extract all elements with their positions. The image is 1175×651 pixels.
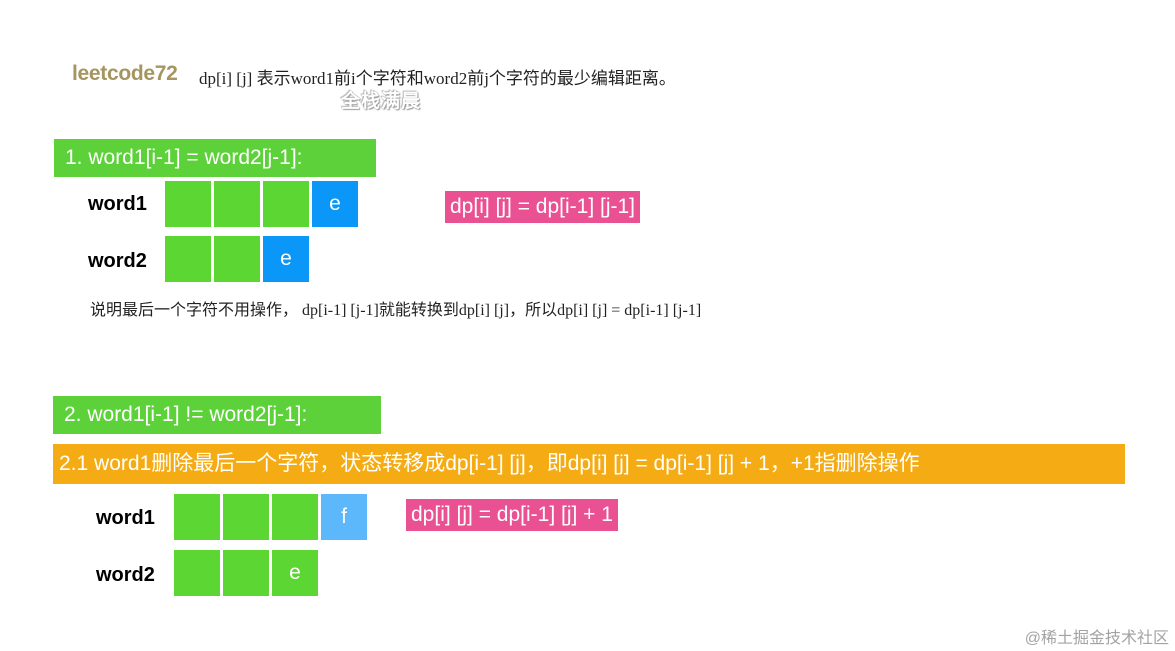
case2-word2-cell bbox=[173, 549, 221, 597]
case2-banner: 2. word1[i-1] != word2[j-1]: bbox=[53, 396, 381, 434]
case2-1-banner: 2.1 word1删除最后一个字符，状态转移成dp[i-1] [j]，即dp[i… bbox=[53, 444, 1125, 484]
footer-credit: @稀土掘金技术社区 bbox=[1024, 630, 1169, 647]
case1-formula: dp[i] [j] = dp[i-1] [j-1] bbox=[445, 191, 641, 223]
case2-word1-last-cell: f bbox=[320, 493, 368, 541]
case1-word1-last-cell: e bbox=[311, 180, 359, 228]
case2-word1-cell bbox=[222, 493, 270, 541]
case2-word2-cell bbox=[222, 549, 270, 597]
case1-word2-label: word2 bbox=[88, 250, 147, 272]
case1-word2-cell bbox=[213, 235, 261, 283]
case1-note: 说明最后一个字符不用操作， dp[i-1] [j-1]就能转换到dp[i] [j… bbox=[90, 302, 702, 319]
case2-formula: dp[i] [j] = dp[i-1] [j] + 1 bbox=[406, 499, 618, 531]
case1-word1-cell bbox=[213, 180, 261, 228]
case2-word2-label: word2 bbox=[96, 564, 155, 586]
case2-word1-cell bbox=[173, 493, 221, 541]
case2-word2-last-cell: e bbox=[271, 549, 319, 597]
case1-word2-last-cell: e bbox=[262, 235, 310, 283]
case2-word1-cell bbox=[271, 493, 319, 541]
dp-definition: dp[i] [j] 表示word1前i个字符和word2前j个字符的最少编辑距离… bbox=[199, 69, 676, 88]
case1-banner: 1. word1[i-1] = word2[j-1]: bbox=[54, 139, 376, 177]
case1-word1-cell bbox=[262, 180, 310, 228]
case1-word2-cell bbox=[164, 235, 212, 283]
case2-word1-label: word1 bbox=[96, 507, 155, 529]
brand-title: leetcode72 bbox=[72, 62, 178, 85]
watermark: 全栈满晨 bbox=[341, 91, 422, 112]
case1-word1-label: word1 bbox=[88, 193, 147, 215]
case1-word1-cell bbox=[164, 180, 212, 228]
